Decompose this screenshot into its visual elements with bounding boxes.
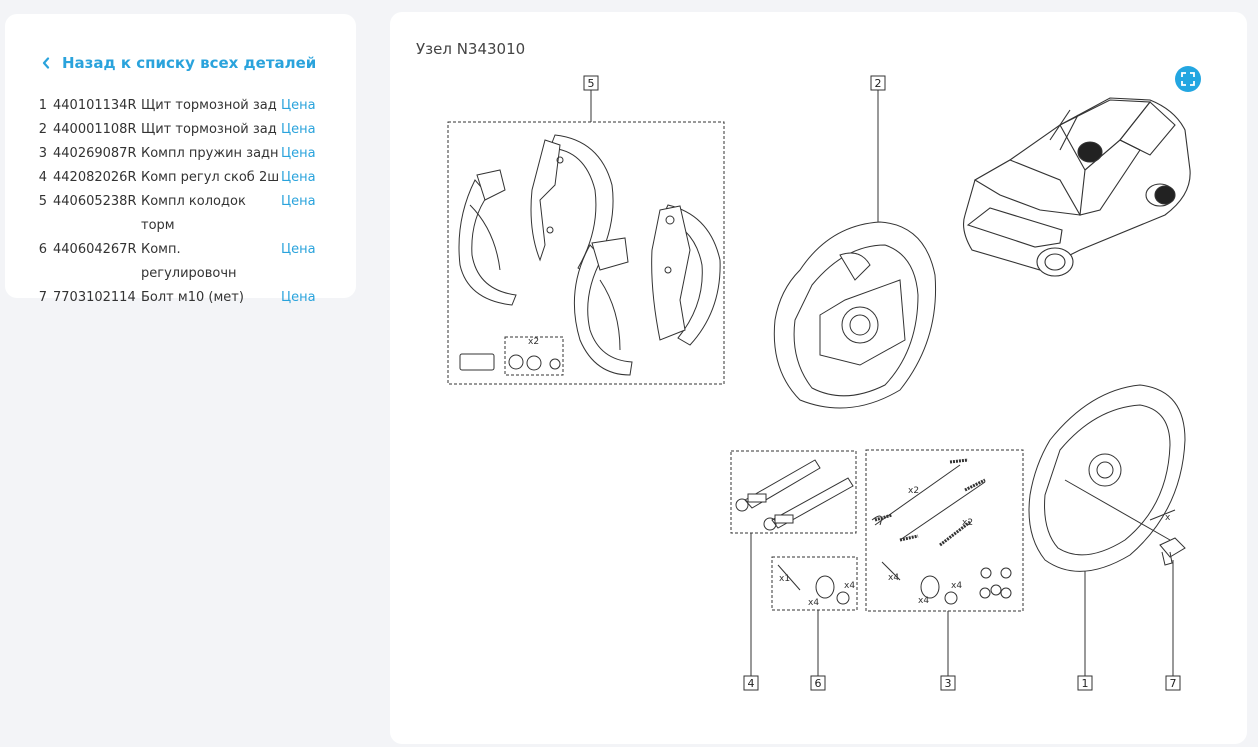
shoe-lining-pad [459, 353, 495, 371]
brake-shoe-4 [651, 204, 721, 346]
qty-label: x [1165, 513, 1171, 523]
part-name: Щит тормозной зад [141, 98, 277, 113]
callout-5[interactable]: 5 [583, 75, 599, 91]
part-row: 4 442082026R Комп регул скоб 2ш Цена [5, 166, 356, 190]
part-name-line2: регулировочн [141, 266, 237, 281]
part-name: Компл колодок торм [141, 194, 246, 233]
part-number: 3 [38, 146, 47, 161]
part-name: Щит тормозной зад [141, 122, 277, 137]
car-illustration [963, 97, 1191, 277]
part-name: Болт м10 (мет) [141, 290, 244, 305]
spring-kit-frame [865, 449, 1024, 612]
part-row: 7 7703102114 Болт м10 (мет) Цена [5, 286, 356, 310]
part-number: 7 [38, 290, 47, 305]
svg-text:6: 6 [815, 677, 822, 690]
back-to-parts-link[interactable]: Назад к списку всех деталей [41, 52, 316, 74]
part-code: 442082026R [53, 170, 137, 185]
price-link[interactable]: Цена [281, 146, 316, 161]
price-link[interactable]: Цена [281, 170, 316, 185]
part-number: 6 [38, 242, 47, 257]
part-code: 440604267R [53, 242, 137, 257]
part-code: 440269087R [53, 146, 137, 161]
adjuster-hardware-frame [771, 556, 858, 611]
back-link-label: Назад к списку всех деталей [62, 54, 317, 72]
svg-text:1: 1 [1082, 677, 1089, 690]
expand-icon [1181, 72, 1195, 86]
part-number: 1 [38, 98, 47, 113]
adjuster-kit-frame [730, 450, 857, 534]
qty-label: x4 [918, 596, 929, 606]
price-link[interactable]: Цена [281, 242, 316, 257]
part-row: 3 440269087R Компл пружин задн Цена [5, 142, 356, 166]
part-name: Компл пружин задн [141, 146, 279, 161]
part-code: 440001108R [53, 122, 137, 137]
part-row: 5 440605238R Компл колодок торм Цена [5, 190, 356, 238]
springs [871, 458, 1012, 605]
exploded-parts-diagram: x2 [447, 75, 1191, 691]
qty-label: x4 [888, 573, 899, 583]
backing-plate-2 [773, 221, 937, 409]
svg-text:2: 2 [875, 77, 882, 90]
svg-text:3: 3 [945, 677, 952, 690]
price-link[interactable]: Цена [281, 194, 316, 209]
part-name: Комп регул скоб 2ш [141, 170, 280, 185]
price-link[interactable]: Цена [281, 122, 316, 137]
qty-label: x2 [962, 518, 973, 528]
backing-plate-1 [1028, 384, 1186, 572]
brake-shoe-3 [573, 237, 633, 376]
callout-1[interactable]: 1 [1077, 675, 1093, 691]
svg-text:5: 5 [588, 77, 595, 90]
svg-text:4: 4 [748, 677, 755, 690]
callout-2[interactable]: 2 [870, 75, 886, 91]
part-number: 5 [38, 194, 47, 209]
part-code: 440605238R [53, 194, 137, 209]
adjuster-part [735, 459, 854, 531]
diagram-card: Узел N343010 [390, 12, 1247, 744]
part-code: 440101134R [53, 98, 137, 113]
callout-6[interactable]: 6 [810, 675, 826, 691]
parts-table: 1 440101134R Щит тормозной зад Цена 2 44… [5, 94, 356, 310]
qty-label: x1 [779, 574, 790, 584]
callout-4[interactable]: 4 [743, 675, 759, 691]
svg-text:7: 7 [1170, 677, 1177, 690]
node-title: Узел N343010 [416, 40, 526, 58]
part-row: 6 440604267R Комп. регулировочн Цена [5, 238, 356, 286]
qty-label: x4 [844, 581, 855, 591]
part-name: Комп. регулировочн [141, 238, 281, 286]
chevron-left-icon [42, 57, 50, 69]
qty-label: x4 [951, 581, 962, 591]
callout-7[interactable]: 7 [1165, 675, 1181, 691]
price-link[interactable]: Цена [281, 98, 316, 113]
price-link[interactable]: Цена [281, 290, 316, 305]
part-name-line1: Комп. [141, 242, 181, 257]
shoe-kit-frame [447, 121, 725, 385]
qty-label: x2 [908, 486, 919, 496]
bolt-7 [1159, 537, 1186, 566]
part-number: 4 [38, 170, 47, 185]
callout-3[interactable]: 3 [940, 675, 956, 691]
brake-shoe-2 [530, 134, 614, 276]
part-code: 7703102114 [53, 290, 136, 305]
part-row: 2 440001108R Щит тормозной зад Цена [5, 118, 356, 142]
part-number: 2 [38, 122, 47, 137]
qty-label: x4 [808, 598, 819, 608]
expand-button[interactable] [1175, 66, 1201, 92]
parts-list-card: Назад к списку всех деталей 1 440101134R… [5, 14, 356, 305]
brake-shoe-1 [458, 169, 517, 306]
part-row: 1 440101134R Щит тормозной зад Цена [5, 94, 356, 118]
qty-label: x2 [528, 337, 539, 347]
